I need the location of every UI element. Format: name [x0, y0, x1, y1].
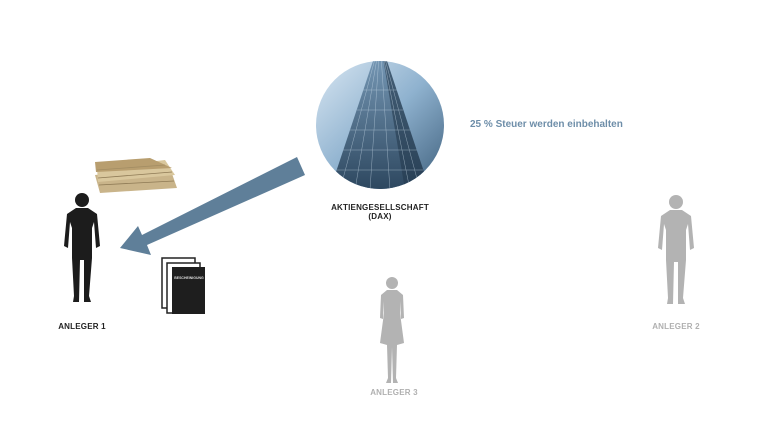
company-label: AKTIENGESELLSCHAFT (DAX) [330, 203, 430, 221]
money-bundle-icon [95, 158, 177, 193]
company-label-line1: AKTIENGESELLSCHAFT [331, 203, 429, 212]
company-label-line2: (DAX) [368, 212, 392, 221]
payout-arrow [120, 157, 305, 255]
certificate-document-icon [161, 257, 205, 314]
document-label: BESCHEINIGUNG [174, 276, 204, 280]
tax-withholding-note: 25 % Steuer werden einbehalten [470, 119, 623, 130]
investor-3-silhouette [380, 277, 404, 383]
investor-1-label: ANLEGER 1 [58, 322, 106, 331]
investor-1-silhouette [64, 193, 100, 302]
company-building-image [316, 61, 444, 189]
investor-2-silhouette [658, 195, 694, 304]
investor-2-label: ANLEGER 2 [652, 322, 700, 331]
investor-3-label: ANLEGER 3 [370, 388, 418, 397]
